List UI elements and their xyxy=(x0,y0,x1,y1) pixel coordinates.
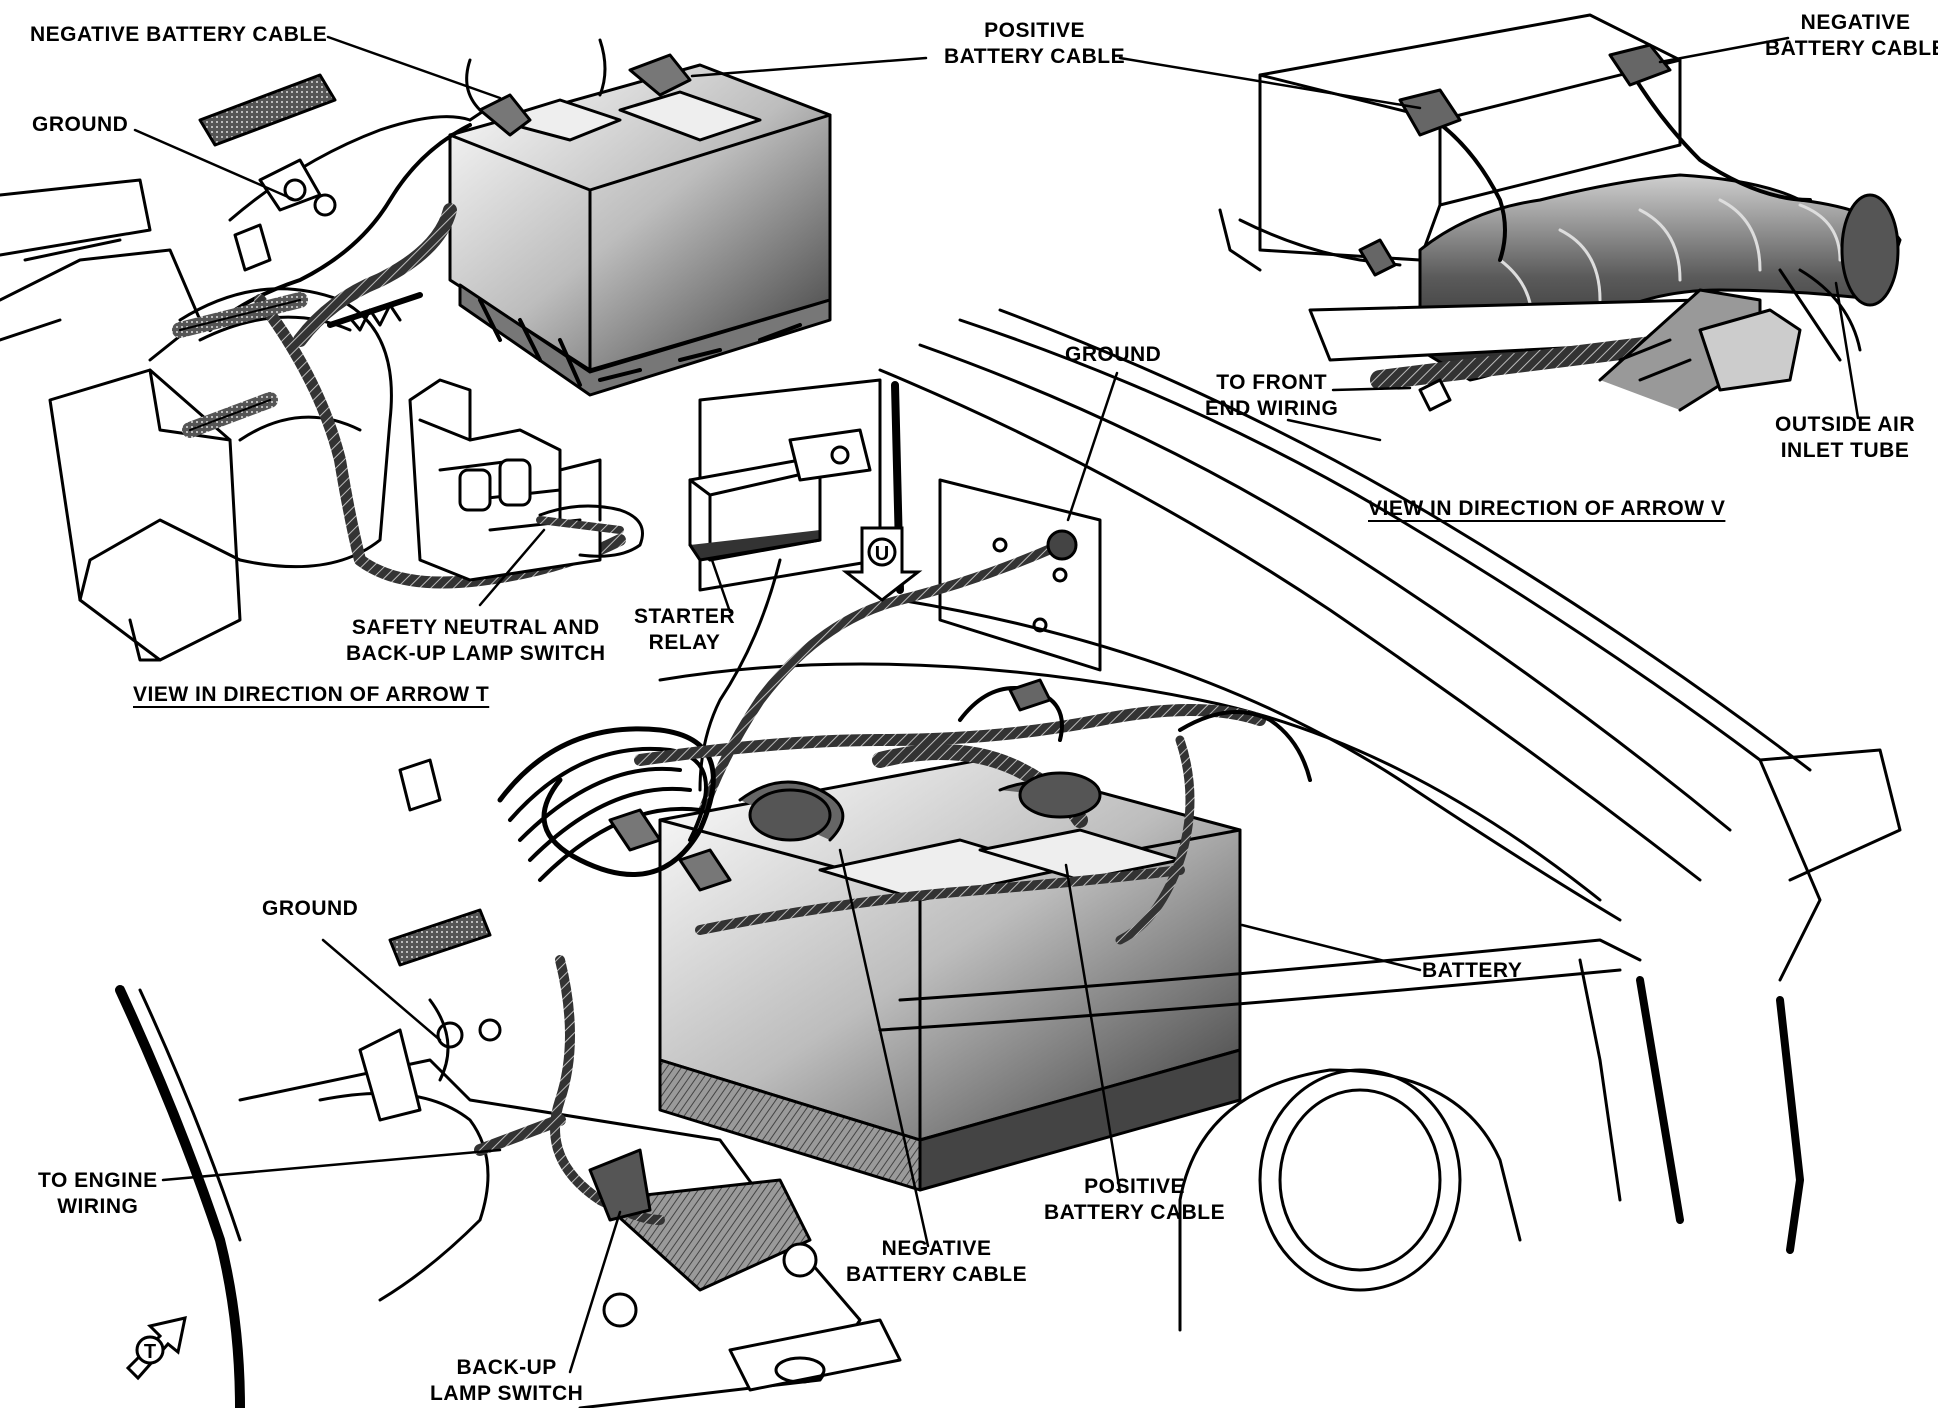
label-ground-center: GROUND xyxy=(1065,342,1161,368)
label-positive-battery-cable-bottom: POSITIVE BATTERY CABLE xyxy=(1044,1174,1225,1226)
label-negative-battery-cable-top-left: NEGATIVE BATTERY CABLE xyxy=(30,22,327,48)
label-text: NEGATIVE BATTERY CABLE xyxy=(30,23,328,46)
label-battery: BATTERY xyxy=(1422,958,1522,984)
label-back-up-lamp-switch: BACK-UP LAMP SWITCH xyxy=(430,1355,583,1407)
leader-engine-wiring xyxy=(161,1148,502,1182)
label-line-2: LAMP SWITCH xyxy=(430,1382,584,1405)
label-line-2: BATTERY CABLE xyxy=(1765,37,1938,60)
label-line-1: TO FRONT xyxy=(1216,371,1328,394)
label-negative-battery-cable-top-right: NEGATIVE BATTERY CABLE xyxy=(1765,10,1938,62)
leader-pos-cable-top-v xyxy=(1118,56,1422,110)
label-starter-relay: STARTER RELAY xyxy=(634,604,735,656)
label-text: BATTERY xyxy=(1422,959,1523,982)
label-line-1: TO ENGINE xyxy=(38,1169,158,1192)
leader-battery xyxy=(1240,923,1422,972)
label-text: GROUND xyxy=(1065,343,1162,366)
label-line-1: NEGATIVE xyxy=(881,1237,992,1260)
label-line-1: OUTSIDE AIR xyxy=(1775,413,1916,436)
label-ground-top-left: GROUND xyxy=(32,112,128,138)
label-line-2: BATTERY CABLE xyxy=(944,45,1126,68)
label-to-front-end-wiring: TO FRONT END WIRING xyxy=(1205,370,1338,422)
label-line-1: SAFETY NEUTRAL AND xyxy=(351,616,600,639)
label-line-2: RELAY xyxy=(648,631,721,654)
label-line-2: END WIRING xyxy=(1205,397,1339,420)
leader-ground-top-left xyxy=(133,128,297,202)
label-ground-bottom-left: GROUND xyxy=(262,896,358,922)
label-line-1: STARTER xyxy=(634,605,736,628)
arrow-t-letter: T xyxy=(144,1341,156,1363)
label-text: VIEW IN DIRECTION OF ARROW V xyxy=(1368,497,1726,520)
leader-neg-cable-bottom xyxy=(838,848,930,1248)
leader-pos-cable-bottom xyxy=(1064,863,1122,1194)
leader-safety-switch xyxy=(478,528,546,607)
label-line-1: POSITIVE xyxy=(984,19,1085,42)
label-line-2: BACK-UP LAMP SWITCH xyxy=(346,642,606,665)
label-line-1: POSITIVE xyxy=(1084,1175,1185,1198)
label-to-engine-wiring: TO ENGINE WIRING xyxy=(38,1168,158,1220)
label-text: GROUND xyxy=(32,113,129,136)
arrow-u-letter: U xyxy=(875,543,889,565)
leader-front-end-2 xyxy=(1286,418,1382,442)
label-text: GROUND xyxy=(262,897,359,920)
label-view-arrow-t: VIEW IN DIRECTION OF ARROW T xyxy=(133,682,489,708)
leader-front-end xyxy=(1331,386,1412,392)
leader-starter-relay xyxy=(710,558,732,614)
label-line-2: BATTERY CABLE xyxy=(846,1263,1028,1286)
label-negative-battery-cable-bottom: NEGATIVE BATTERY CABLE xyxy=(846,1236,1027,1288)
leader-air-inlet xyxy=(1834,281,1860,420)
leader-neg-cable-top-left xyxy=(326,35,502,100)
leader-ground-bottom-left xyxy=(321,938,442,1042)
label-text: VIEW IN DIRECTION OF ARROW T xyxy=(133,683,490,706)
leader-backup-switch xyxy=(568,1210,622,1374)
label-line-1: NEGATIVE xyxy=(1800,11,1911,34)
label-positive-battery-cable-top: POSITIVE BATTERY CABLE xyxy=(944,18,1125,70)
label-line-2: INLET TUBE xyxy=(1780,439,1910,462)
label-line-2: WIRING xyxy=(57,1195,139,1218)
arrow-t-marker: T xyxy=(125,1316,187,1381)
leader-neg-cable-top-right xyxy=(1658,36,1790,64)
label-outside-air-inlet-tube: OUTSIDE AIR INLET TUBE xyxy=(1775,412,1915,464)
label-view-arrow-v: VIEW IN DIRECTION OF ARROW V xyxy=(1368,496,1725,522)
leader-pos-cable-top xyxy=(690,56,928,78)
label-safety-neutral-switch: SAFETY NEUTRAL AND BACK-UP LAMP SWITCH xyxy=(346,615,606,667)
arrow-u-marker: U xyxy=(841,526,923,602)
view-t-illustration xyxy=(0,38,832,662)
label-line-2: BATTERY CABLE xyxy=(1044,1201,1226,1224)
label-line-1: BACK-UP xyxy=(456,1356,557,1379)
leader-ground-center xyxy=(1066,371,1119,522)
leader-lines xyxy=(133,35,1860,1374)
view-v-illustration xyxy=(1218,13,1902,412)
